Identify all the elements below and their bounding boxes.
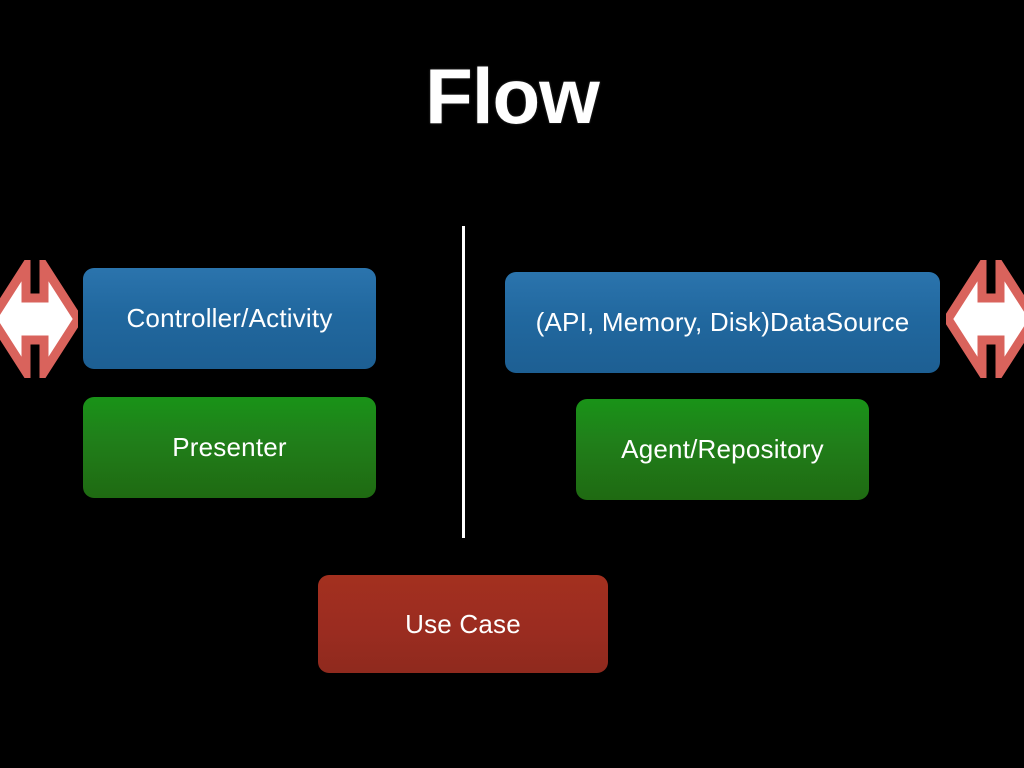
left-right-arrow-icon	[0, 260, 78, 378]
node-use-case[interactable]: Use Case	[318, 575, 608, 673]
node-datasource[interactable]: (API, Memory, Disk)DataSource	[505, 272, 940, 373]
layer-divider	[462, 226, 465, 538]
node-presenter[interactable]: Presenter	[83, 397, 376, 498]
right-left-arrow-icon	[946, 260, 1024, 378]
node-controller-activity[interactable]: Controller/Activity	[83, 268, 376, 369]
page-title: Flow	[425, 52, 600, 140]
node-agent-repository[interactable]: Agent/Repository	[576, 399, 869, 500]
